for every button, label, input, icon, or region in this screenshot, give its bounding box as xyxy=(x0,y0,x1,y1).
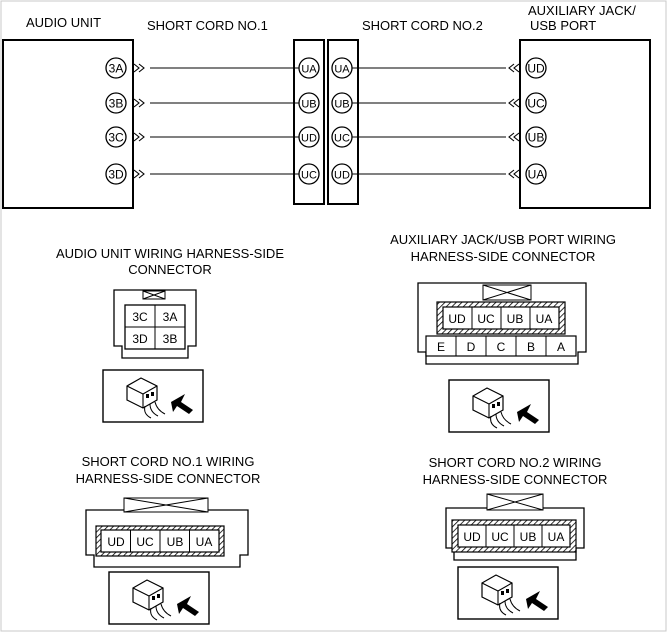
audio-pin-3d: 3D xyxy=(132,332,148,346)
aux-terminal: UC xyxy=(525,92,547,114)
cord1-pin-ud: UD xyxy=(107,535,125,549)
svg-text:UA: UA xyxy=(334,64,350,76)
aux-pin-uc: UC xyxy=(477,312,495,326)
cord2-pin-ua: UA xyxy=(548,530,565,544)
wire-lines xyxy=(133,63,520,179)
cord2-connector-title-line1: SHORT CORD NO.2 WIRING xyxy=(429,455,602,470)
svg-text:3A: 3A xyxy=(109,62,124,76)
svg-text:UC: UC xyxy=(527,97,545,111)
audio-terminal: 3A xyxy=(105,57,127,79)
cord1-connector-face: UD UC UB UA xyxy=(85,497,249,568)
audio-connector-face: 3C 3A 3D 3B xyxy=(113,289,197,359)
audio-unit-title: AUDIO UNIT xyxy=(26,15,101,30)
audio-pin-3c: 3C xyxy=(132,310,148,324)
aux-pin-b: B xyxy=(527,340,535,354)
chevron-right-side xyxy=(508,169,520,179)
svg-text:UB: UB xyxy=(528,131,545,145)
aux-terminal: UA xyxy=(525,163,547,185)
svg-text:UB: UB xyxy=(334,99,349,111)
chevron-right-side xyxy=(508,63,520,73)
audio-connector-title-line1: AUDIO UNIT WIRING HARNESS-SIDE xyxy=(56,246,284,261)
svg-text:UA: UA xyxy=(528,168,545,182)
audio-plug-icon xyxy=(102,369,204,423)
audio-pin-3b: 3B xyxy=(163,332,178,346)
cord2-terminal: UC xyxy=(331,126,353,148)
svg-text:3D: 3D xyxy=(108,168,124,182)
cord2-connector-face: UD UC UB UA xyxy=(445,493,585,561)
cord2-pin-ub: UB xyxy=(520,530,537,544)
aux-pin-d: D xyxy=(467,340,476,354)
aux-pin-c: C xyxy=(497,340,506,354)
aux-connector-title-line1: AUXILIARY JACK/USB PORT WIRING xyxy=(390,232,616,247)
cord1-connector-title-line2: HARNESS-SIDE CONNECTOR xyxy=(76,471,261,486)
audio-terminal: 3B xyxy=(105,92,127,114)
cord2-pin-ud: UD xyxy=(463,530,481,544)
cord1-pin-ub: UB xyxy=(167,535,184,549)
cord2-terminal: UB xyxy=(331,92,353,114)
chevron-left-side xyxy=(133,169,145,179)
cord1-terminal: UB xyxy=(298,92,320,114)
audio-connector-title-line2: CONNECTOR xyxy=(128,262,212,277)
terminal-group: 3A UA UA UD 3B UB UB UC 3C UD UC UB 3D UC UD UA xyxy=(105,57,547,185)
svg-text:UD: UD xyxy=(301,133,317,145)
aux-connector-title-line2: HARNESS-SIDE CONNECTOR xyxy=(411,249,596,264)
aux-terminal: UB xyxy=(525,126,547,148)
aux-terminal: UD xyxy=(525,57,547,79)
short-cord-1-title: SHORT CORD NO.1 xyxy=(147,18,268,33)
cord2-pin-uc: UC xyxy=(491,530,509,544)
aux-title-line1: AUXILIARY JACK/ xyxy=(528,3,636,18)
aux-connector-face: UD UC UB UA E D C B A xyxy=(417,282,587,365)
chevron-left-side xyxy=(133,132,145,142)
cord1-pin-uc: UC xyxy=(136,535,154,549)
cord1-terminal: UC xyxy=(298,163,320,185)
cord2-connector-title-line2: HARNESS-SIDE CONNECTOR xyxy=(423,472,608,487)
cord1-pin-ua: UA xyxy=(196,535,213,549)
svg-text:3B: 3B xyxy=(109,97,124,111)
cord1-terminal: UA xyxy=(298,57,320,79)
cord2-plug-icon xyxy=(457,566,559,620)
chevron-right-side xyxy=(508,132,520,142)
cord1-terminal: UD xyxy=(298,126,320,148)
cord2-terminal: UD xyxy=(331,163,353,185)
audio-terminal: 3C xyxy=(105,126,127,148)
svg-text:3C: 3C xyxy=(108,131,124,145)
aux-pin-e: E xyxy=(437,340,445,354)
svg-text:UD: UD xyxy=(334,170,350,182)
short-cord-2-title: SHORT CORD NO.2 xyxy=(362,18,483,33)
cord1-connector-title-line1: SHORT CORD NO.1 WIRING xyxy=(82,454,255,469)
aux-plug-icon xyxy=(448,379,550,433)
aux-pin-ud: UD xyxy=(448,312,466,326)
chevron-left-side xyxy=(133,63,145,73)
aux-pin-ua: UA xyxy=(536,312,553,326)
aux-pin-ub: UB xyxy=(507,312,524,326)
svg-text:UC: UC xyxy=(334,133,350,145)
audio-pin-3a: 3A xyxy=(163,310,178,324)
svg-text:UC: UC xyxy=(301,170,317,182)
svg-text:UB: UB xyxy=(301,99,316,111)
cord2-terminal: UA xyxy=(331,57,353,79)
aux-pin-a: A xyxy=(557,340,565,354)
svg-text:UA: UA xyxy=(301,64,317,76)
svg-text:UD: UD xyxy=(527,62,545,76)
audio-terminal: 3D xyxy=(105,163,127,185)
chevron-left-side xyxy=(133,98,145,108)
aux-title-line2: USB PORT xyxy=(530,18,596,33)
chevron-right-side xyxy=(508,98,520,108)
cord1-plug-icon xyxy=(108,571,210,625)
